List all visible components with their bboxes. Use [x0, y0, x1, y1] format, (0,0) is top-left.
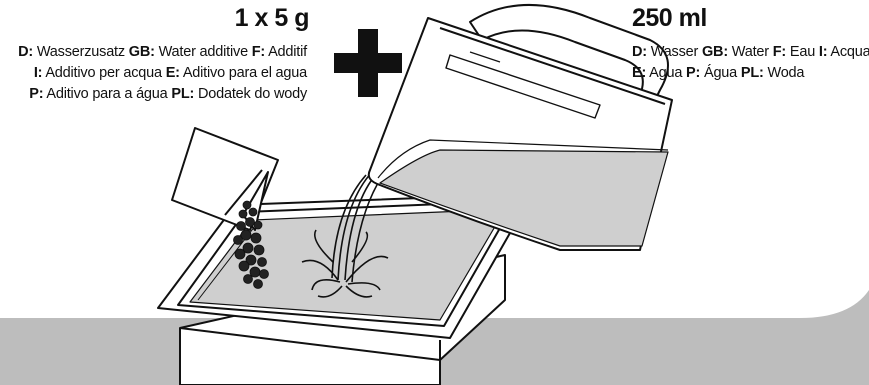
translation-text: Agua — [646, 65, 686, 81]
translation-text: Aditivo para el agua — [180, 65, 307, 81]
translation-text: Água — [700, 65, 741, 81]
language-code: P: — [29, 86, 43, 102]
language-code: D: — [18, 44, 33, 60]
language-code: PL: — [741, 65, 764, 81]
language-code: E: — [166, 65, 180, 81]
water-label-line: E: Agua P: Água PL: Woda — [632, 63, 869, 84]
translation-text: Wasserzusatz — [33, 44, 129, 60]
language-code: P: — [686, 65, 700, 81]
language-code: D: — [632, 44, 647, 60]
additive-label-line: I: Additivo per acqua E: Aditivo para el… — [18, 63, 307, 84]
translation-text: Water additive — [155, 44, 252, 60]
language-code: PL: — [171, 86, 194, 102]
translation-text: Eau — [786, 44, 819, 60]
language-code: F: — [773, 44, 786, 60]
translation-text: Additif — [265, 44, 307, 60]
water-label-line: D: Wasser GB: Water F: Eau I: Acqua — [632, 42, 869, 63]
additive-quantity: 1 x 5 g — [235, 4, 309, 33]
additive-label-block: D: Wasserzusatz GB: Water additive F: Ad… — [18, 42, 307, 105]
water-quantity: 250 ml — [632, 4, 707, 33]
translation-text: Aditivo para a água — [43, 86, 171, 102]
translation-text: Additivo per acqua — [42, 65, 165, 81]
additive-label-line: D: Wasserzusatz GB: Water additive F: Ad… — [18, 42, 307, 63]
language-code: E: — [632, 65, 646, 81]
translation-text: Dodatek do wody — [194, 86, 307, 102]
translation-text: Wasser — [647, 44, 702, 60]
translation-text: Water — [728, 44, 773, 60]
plus-icon — [334, 29, 402, 97]
language-code: GB: — [702, 44, 728, 60]
translation-text: Woda — [764, 65, 805, 81]
additive-label-line: P: Aditivo para a água PL: Dodatek do wo… — [18, 84, 307, 105]
translation-text: Acqua — [827, 44, 869, 60]
language-code: GB: — [129, 44, 155, 60]
language-code: F: — [252, 44, 265, 60]
